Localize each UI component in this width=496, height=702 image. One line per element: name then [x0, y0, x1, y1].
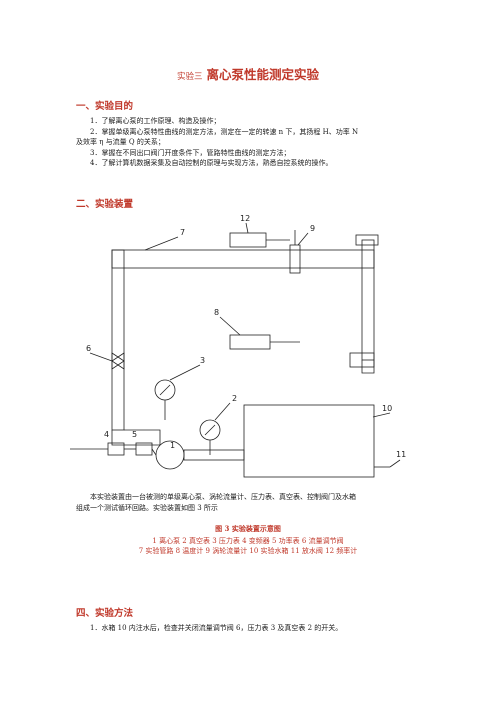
objective-item: 及效率 η 与流量 Q 的关系；: [76, 138, 165, 146]
label-10: 10: [382, 404, 392, 413]
description-line: 本实验装置由一台被测的单级离心泵、涡轮流量计、压力表、真空表、控制阀门及水箱: [90, 493, 356, 501]
method-item: 1．水箱 10 内注水后，检查并关闭流量调节阀 6，压力表 3 及真空表 2 的…: [90, 624, 343, 632]
water-tank: [243, 404, 375, 478]
label-5: 5: [132, 430, 137, 439]
leader-10: [372, 412, 391, 418]
right-outlet: [361, 360, 375, 374]
apparatus-description: 本实验装置由一台被测的单级离心泵、涡轮流量计、压力表、真空表、控制阀门及水箱 组…: [76, 492, 422, 513]
title-prefix: 实验三: [176, 72, 203, 82]
frequency-meter-box: [229, 232, 267, 248]
suction-pipe: [183, 449, 245, 461]
legend-line: 7 实验管路 8 温度计 9 涡轮流量计 10 实验水箱 11 放水阀 12 频…: [138, 547, 358, 555]
right-lower-elbow: [349, 352, 375, 368]
label-8: 8: [214, 308, 219, 317]
left-vertical-pipe: [111, 249, 125, 431]
legend-line: 1 离心泵 2 真空表 3 压力表 4 变频器 5 功率表 6 流量调节阀: [152, 537, 344, 545]
leader-8: [219, 316, 241, 336]
figure-title: 图 3 实验装置示意图: [215, 524, 281, 533]
objective-item: 1．了解离心泵的工作原理、构造及操作；: [90, 117, 221, 125]
leader-6: [89, 352, 113, 362]
leader-12: [245, 222, 249, 234]
pressure-gauge-needle: [159, 384, 171, 396]
objective-item: 4．了解计算机数据采集及自动控制的原理与实现方法，熟悉自控系统的操作。: [90, 159, 333, 167]
top-pipe: [111, 249, 375, 269]
title-main: 离心泵性能测定实验: [206, 67, 320, 82]
apparatus-diagram: 1 2 3 4 5 6 7 8 9 10 11 12: [70, 214, 406, 478]
figure-caption: 图 3 实验装置示意图: [0, 524, 496, 534]
thermometer-box: [229, 334, 271, 350]
objective-item: 2．掌握单级离心泵特性曲线的测定方法，测定在一定的转速 n 下，其扬程 H、功率…: [90, 127, 359, 136]
leader-11: [389, 459, 401, 468]
label-1: 1: [170, 441, 175, 450]
label-6: 6: [86, 344, 91, 353]
label-7: 7: [180, 228, 185, 237]
vacuum-gauge-needle: [204, 424, 216, 436]
right-vertical-pipe: [361, 239, 375, 361]
objectives-list: 1．了解离心泵的工作原理、构造及操作； 2．掌握单级离心泵特性曲线的测定方法，测…: [76, 116, 422, 169]
figure-legend: 1 离心泵 2 真空表 3 压力表 4 变频器 5 功率表 6 流量调节阀 7 …: [0, 536, 496, 556]
label-3: 3: [200, 356, 205, 365]
leader-3: [169, 364, 201, 381]
section-heading-method: 四、实验方法: [76, 608, 134, 619]
label-11: 11: [396, 450, 406, 459]
method-list: 1．水箱 10 内注水后，检查并关闭流量调节阀 6，压力表 3 及真空表 2 的…: [76, 623, 422, 634]
section-heading-objectives: 一、实验目的: [76, 101, 134, 112]
label-9: 9: [310, 224, 315, 233]
section-heading-apparatus: 二、实验装置: [76, 199, 134, 210]
description-line: 组成一个测试循环回路。实验装置如图 3 所示: [76, 503, 218, 512]
cable-to-pump: [151, 448, 157, 456]
flow-control-valve: [111, 352, 125, 370]
leader-7: [144, 236, 179, 251]
label-2: 2: [232, 394, 237, 403]
label-4: 4: [104, 430, 109, 439]
leader-2: [214, 402, 231, 421]
label-12: 12: [240, 214, 250, 223]
leader-9: [297, 232, 309, 246]
right-elbow: [355, 234, 379, 246]
turbine-flowmeter: [289, 244, 301, 274]
objective-item: 3．掌握在不同出口阀门开度条件下，管路特性曲线的测定方法；: [90, 148, 291, 157]
page-title: 实验三离心泵性能测定实验: [0, 64, 496, 83]
